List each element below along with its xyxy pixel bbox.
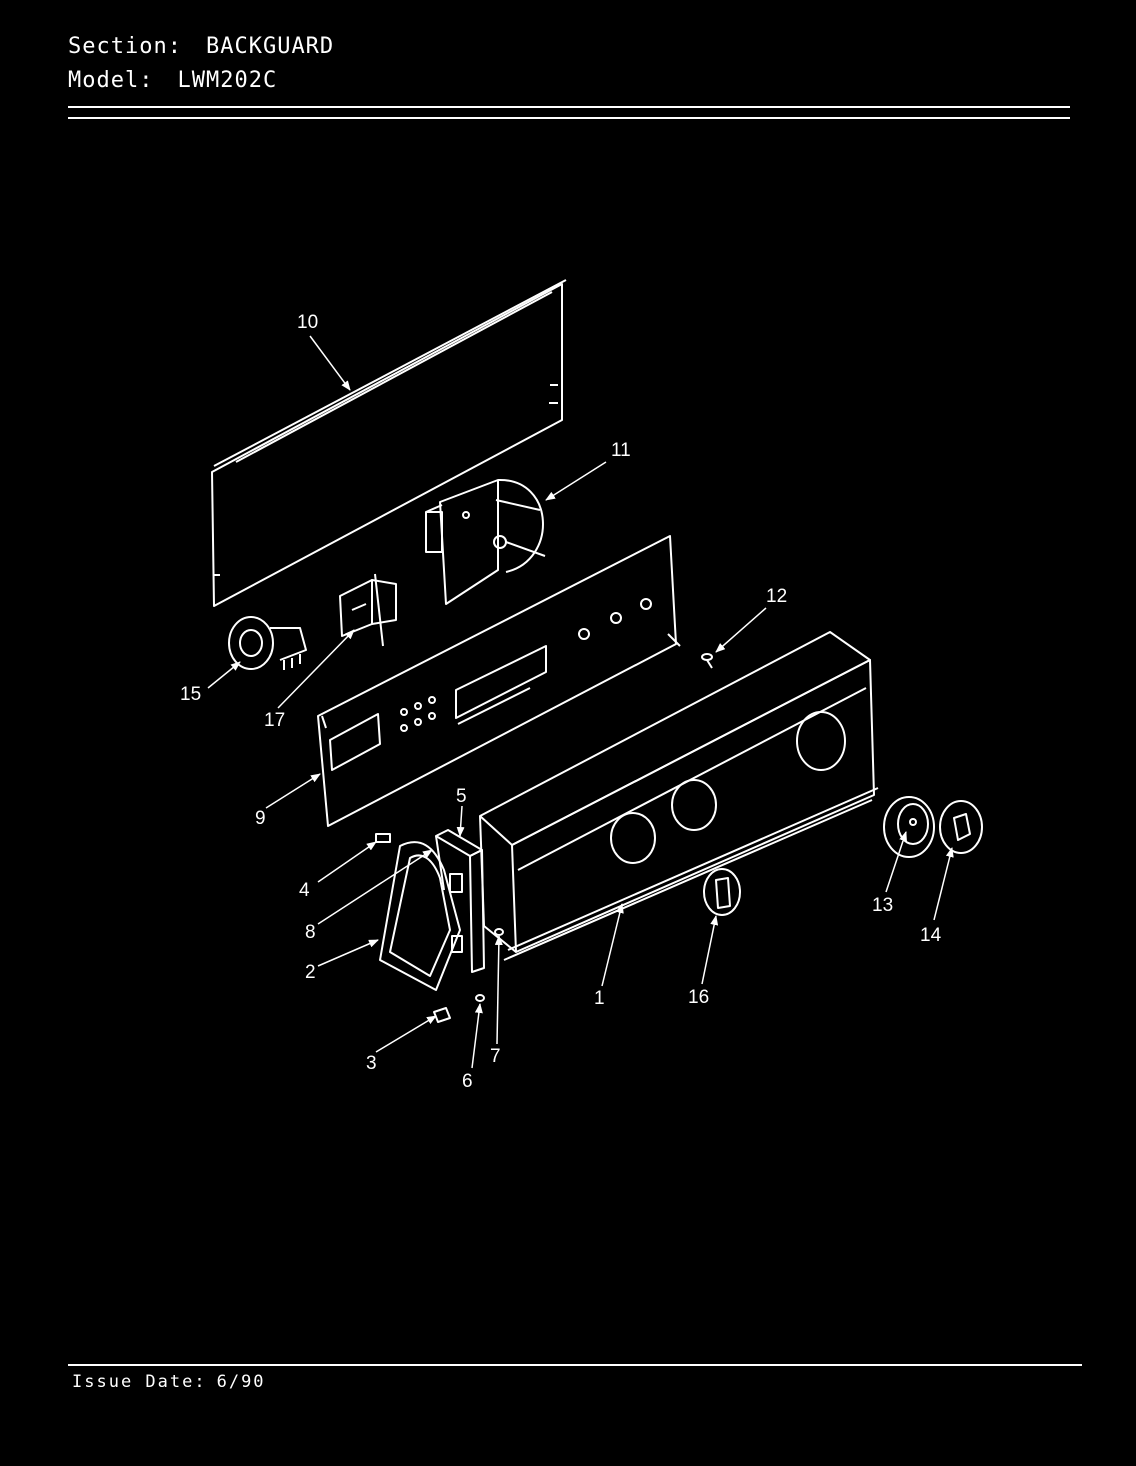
callout-15: 15 [180,684,201,705]
part-15-pressure-switch [228,616,307,670]
leader-16 [701,915,719,985]
leader-9 [265,773,321,809]
part-6-screw [475,994,485,1002]
callout-13: 13 [872,895,893,916]
callout-16: 16 [688,987,709,1008]
callout-6: 6 [462,1071,473,1092]
leader-3 [375,1015,437,1053]
callout-17: 17 [264,710,285,731]
leader-10 [309,335,351,391]
footer-issue-date: Issue Date: 6/90 [72,1372,266,1392]
header-rule-top [68,106,1070,108]
leader-17 [277,629,355,709]
part-4-clip [375,833,391,843]
part-3-clip [433,1007,451,1023]
callout-7: 7 [490,1046,501,1067]
leader-1 [601,903,624,987]
callout-10: 10 [297,312,318,333]
part-12-screw [701,653,713,669]
leader-11 [545,461,607,501]
part-10-rear-panel [211,279,567,607]
leader-13 [885,831,907,893]
leader-2 [317,939,379,967]
footer-rule [68,1364,1082,1366]
part-2-end-cap [379,841,463,991]
section-value: BACKGUARD [205,34,335,59]
callout-14: 14 [920,925,942,946]
section-line: Section: BACKGUARD [68,34,334,59]
leader-7 [494,935,503,1045]
part-16-knob [703,868,741,916]
callout-11: 11 [611,440,631,461]
model-line: Model: LWM202C [68,68,277,93]
header-rule-bottom [68,117,1070,119]
part-1-console [479,631,879,961]
part-14-knob [939,800,983,854]
part-5-end-trim [435,829,485,973]
leader-5 [456,805,465,837]
issue-date-value: 6/90 [216,1372,266,1392]
part-7-screw [494,928,504,936]
callout-1: 1 [594,988,605,1009]
leader-4 [317,841,377,883]
leader-15 [207,661,241,689]
leader-8 [317,849,433,925]
callout-12: 12 [766,586,787,607]
part-9-control-panel [317,535,681,827]
callout-4: 4 [299,880,310,901]
callout-3: 3 [366,1053,377,1074]
leader-6 [471,1003,483,1069]
callout-2: 2 [305,962,316,983]
callout-9: 9 [255,808,266,829]
callout-8: 8 [305,922,316,943]
section-label: Section: [68,34,182,59]
part-17-switch [339,573,397,647]
model-value: LWM202C [177,68,278,93]
part-13-bezel [883,796,935,858]
leader-12 [715,607,767,653]
part-11-timer [425,478,546,605]
leader-14 [933,847,954,921]
callout-5: 5 [456,786,467,807]
model-label: Model: [68,68,154,93]
issue-date-label: Issue Date: [72,1372,207,1392]
